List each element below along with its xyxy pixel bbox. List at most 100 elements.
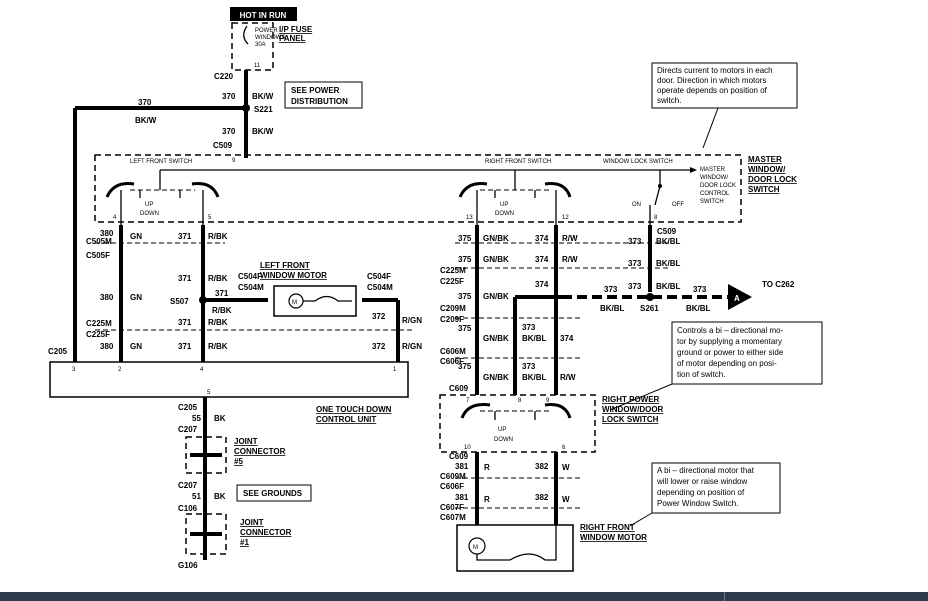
w373-a: 373 [628, 237, 642, 246]
master-pin-13: 13 [466, 215, 473, 221]
rpw-title-1: RIGHT POWER [602, 395, 660, 404]
left-motor-title-1: LEFT FRONT [260, 261, 310, 270]
fuse-pin-11: 11 [254, 63, 261, 69]
s221-splice [242, 104, 250, 112]
w372-a: 372 [372, 312, 386, 321]
jc1-title-3: #1 [240, 538, 249, 547]
rw-b: R/W [562, 255, 578, 264]
c504m-left: C504M [238, 283, 264, 292]
gnbk-c: GN/BK [483, 292, 509, 301]
master-pin-4: 4 [113, 215, 117, 221]
c220-label: C220 [214, 72, 234, 81]
w374-a: 374 [535, 234, 549, 243]
right-front-switch-label: RIGHT FRONT SWITCH [485, 159, 551, 165]
g-c205: C205 [178, 403, 198, 412]
jc5-title-1: JOINT [234, 437, 258, 446]
one-touch-down-unit [49, 361, 409, 398]
arrow-a: A [734, 294, 740, 303]
rgn-a: R/GN [402, 316, 422, 325]
jc5-title-2: CONNECTOR [234, 447, 286, 456]
c509-right: C509 [657, 227, 677, 236]
left-motor-m: M [292, 300, 297, 306]
power-callout-box [671, 321, 823, 385]
motor-note-1: A bi – directional motor that [657, 466, 755, 475]
w382-a: 382 [535, 462, 549, 471]
power-callout-pointer [609, 383, 673, 411]
w374-b: 374 [535, 255, 549, 264]
see-power-2: DISTRIBUTION [291, 97, 348, 106]
c225f-left: C225F [86, 330, 110, 339]
master-pin-5: 5 [208, 215, 212, 221]
g-bk-a: BK [214, 414, 226, 423]
to-master-5: SWITCH [700, 199, 724, 205]
right-down-label: DOWN [495, 211, 514, 217]
c509-top-label: C509 [213, 141, 233, 150]
see-grounds-box [236, 484, 312, 502]
bus-arrow [690, 167, 697, 173]
w372-b: 372 [372, 342, 386, 351]
rw-c: R/W [560, 373, 576, 382]
rbk-a: R/BK [208, 232, 228, 241]
gnbk-b: GN/BK [483, 255, 509, 264]
see-grounds-label: SEE GROUNDS [243, 489, 303, 498]
fuse-text-1: POWER [255, 28, 278, 34]
jc5-title-3: #5 [234, 457, 243, 466]
gn-c: GN [130, 342, 142, 351]
g106-label: G106 [178, 561, 198, 570]
c609m-label: C609M [440, 472, 466, 481]
s507-splice [199, 296, 207, 304]
right-up-label: UP [500, 202, 508, 208]
otd-title-2: CONTROL UNIT [316, 415, 376, 424]
w374-c: 374 [535, 280, 549, 289]
feed-370-b: 370 [138, 98, 152, 107]
to-master-1: MASTER [700, 167, 726, 173]
left-up-label: UP [145, 202, 153, 208]
bkbl-b: BK/BL [656, 259, 681, 268]
gn-a: GN [130, 232, 142, 241]
w371-a: 371 [178, 232, 192, 241]
master-title-4: SWITCH [748, 185, 780, 194]
r-a: R [484, 463, 490, 472]
w371-b: 371 [178, 274, 192, 283]
s507-label: S507 [170, 297, 189, 306]
see-power-box [284, 81, 363, 109]
c606f-bottom: C606F [440, 482, 464, 491]
w373-g: 373 [522, 362, 536, 371]
master-callout-box [651, 62, 798, 109]
power-note-2: tor by supplying a momentary [677, 337, 782, 346]
master-note-1: Directs current to motors in each [657, 66, 773, 75]
right-motor-title-1: RIGHT FRONT [580, 523, 635, 532]
window-lock-switch-label: WINDOW LOCK SWITCH [603, 159, 673, 165]
rpw-title-2: WINDOW/DOOR [602, 405, 664, 414]
rpw-pin-6: 6 [562, 445, 566, 451]
bkbl-d: BK/BL [600, 304, 625, 313]
hot-in-run-label: HOT IN RUN [240, 11, 287, 20]
s261-splice [646, 293, 654, 301]
c504f-right: C504F [367, 272, 391, 281]
c225m-right: C225M [440, 266, 466, 275]
master-callout-pointer [702, 107, 719, 149]
g-bk-b: BK [214, 492, 226, 501]
bkbl-f: BK/BL [522, 334, 547, 343]
w371-e: 371 [178, 342, 192, 351]
fuse-link [243, 25, 249, 45]
power-note-3: ground or power to either side [677, 348, 784, 357]
c504m-right: C504M [367, 283, 393, 292]
rbk-d: R/BK [208, 318, 228, 327]
motor-callout-pointer [629, 512, 653, 527]
rbk-e: R/BK [208, 342, 228, 351]
right-front-switch [458, 170, 572, 225]
feed-bkw-b: BK/W [135, 116, 157, 125]
jc1-title-1: JOINT [240, 518, 264, 527]
rbk-b: R/BK [208, 274, 228, 283]
g-w55: 55 [192, 414, 201, 423]
otd-pin-2: 2 [118, 367, 122, 373]
c607m-label: C607M [440, 513, 466, 522]
c609-right: C609 [449, 384, 469, 393]
c225f-right: C225F [440, 277, 464, 286]
rpw-pin-8: 8 [518, 398, 522, 404]
bottom-bar [0, 592, 928, 601]
master-switch-box [94, 154, 742, 223]
left-motor-winding [303, 295, 352, 302]
